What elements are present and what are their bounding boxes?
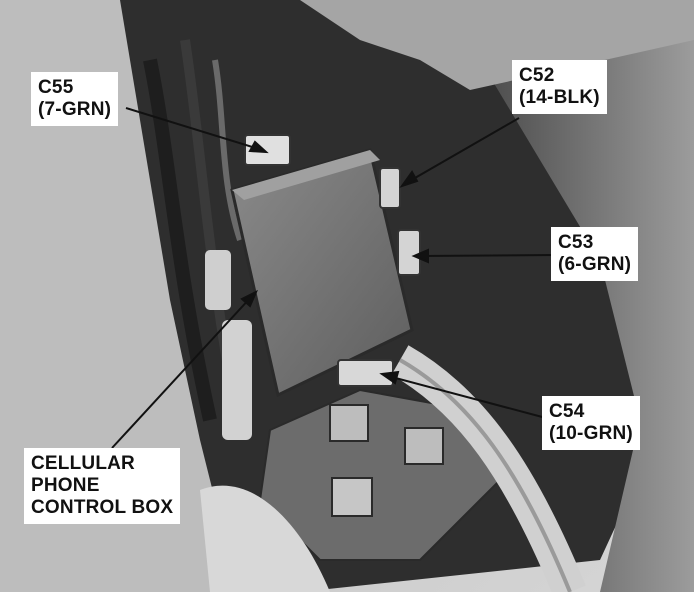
arrowhead-c54 <box>379 370 400 385</box>
control-box-edge <box>232 150 380 200</box>
arrowhead-control-box <box>240 289 258 308</box>
leader-line-c53 <box>419 254 556 257</box>
callout-c53: C53 (6-GRN) <box>551 227 639 281</box>
callout-c55-id: C55 <box>38 77 74 98</box>
arrowhead-c52 <box>399 170 419 188</box>
wire-harness <box>180 39 235 381</box>
callout-c53-id: C53 <box>558 232 594 253</box>
callout-c52: C52 (14-BLK) <box>512 60 607 114</box>
callout-c54: C54 (10-GRN) <box>542 396 640 450</box>
callout-c54-id: C54 <box>549 401 585 422</box>
callout-c52-detail: (14-BLK) <box>519 87 600 108</box>
callout-control-box-line1: CELLULAR <box>31 453 135 474</box>
top-trim <box>300 0 694 90</box>
callout-c54-detail: (10-GRN) <box>549 423 633 444</box>
connector-c52 <box>379 167 401 209</box>
arrowhead-c55 <box>248 140 269 154</box>
leader-line-control-box <box>111 295 253 449</box>
arrowhead-c53 <box>411 248 429 264</box>
callout-c52-id: C52 <box>519 65 555 86</box>
callout-control-box-line2: PHONE <box>31 475 100 496</box>
callout-c55: C55 (7-GRN) <box>31 72 119 126</box>
wire-connector <box>205 250 231 310</box>
leader-line-c55 <box>125 107 263 151</box>
hand <box>200 485 330 592</box>
connector-c53 <box>397 229 421 276</box>
cable-edge <box>399 358 572 592</box>
callout-c55-detail: (7-GRN) <box>38 99 112 120</box>
wire-harness <box>143 58 217 422</box>
relay <box>331 477 373 517</box>
right-panel <box>480 20 694 592</box>
control-box <box>230 148 414 398</box>
callout-control-box-line3: CONTROL BOX <box>31 497 174 518</box>
wire-harness <box>212 59 243 241</box>
left-fabric-panel <box>0 0 230 592</box>
leader-line-c52 <box>407 117 520 183</box>
callout-cellular-phone-control-box: CELLULAR PHONE CONTROL BOX <box>24 448 181 524</box>
relay <box>329 404 369 442</box>
leader-lines <box>111 107 556 449</box>
relay <box>404 427 444 465</box>
leader-line-c54 <box>387 375 547 419</box>
wire-connector <box>222 320 252 440</box>
callout-c53-detail: (6-GRN) <box>558 254 632 275</box>
